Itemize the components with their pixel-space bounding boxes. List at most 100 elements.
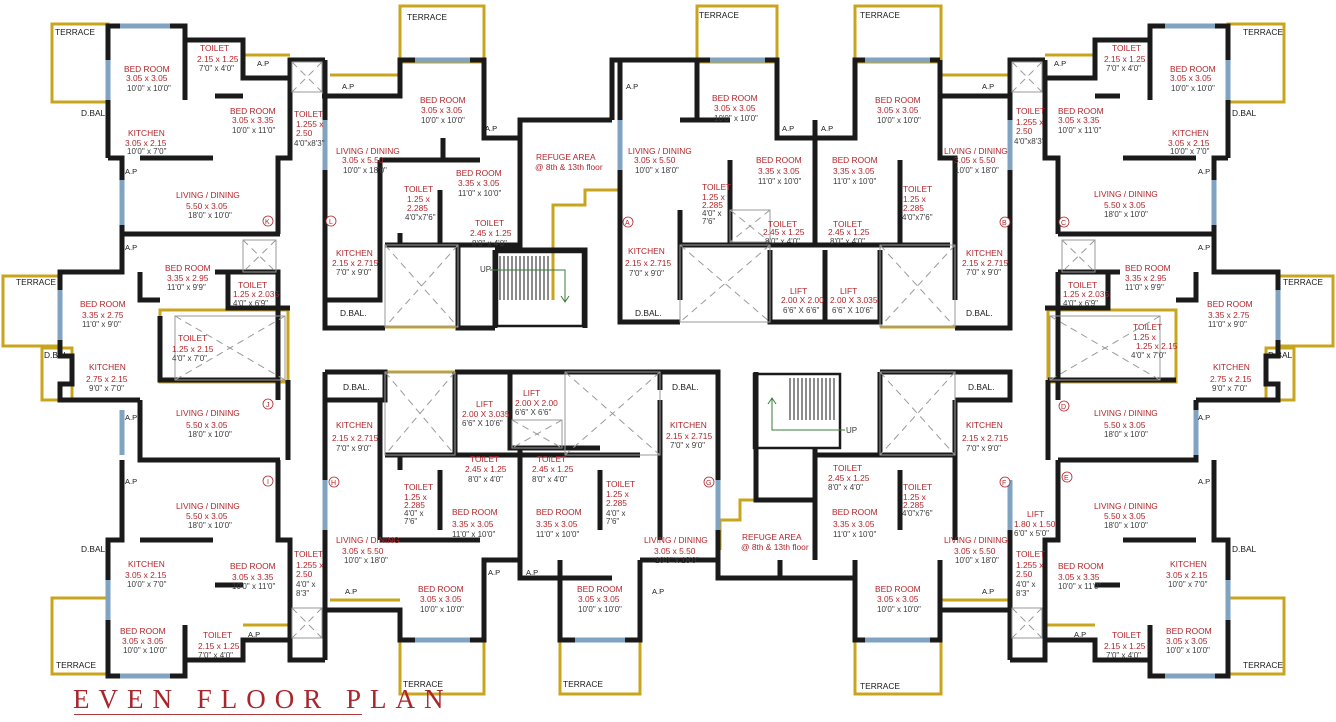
grid-marker-e: E [1061,471,1073,483]
room-label-text: 2.285 [407,203,428,213]
grid-marker-l: L [325,215,337,227]
room-label-text: TOILET [404,482,433,492]
room-label-text: 3.05 x 5.50 [954,546,996,556]
room-label-text: 18'0" x 10'0" [188,430,232,439]
ap-labels: A.P A.P A.P A.P A.P A.P A.P A.P A.P A.P … [125,59,1210,639]
room-label-text: BED ROOM [165,263,211,273]
room-label-text: 8'0" x 4'0" [532,475,567,484]
room-label-text: TOILET [1112,43,1141,53]
room-label-text: F [1002,480,1006,487]
room-label-text: TOILET [537,454,566,464]
room-label-text: 11'0" x 9'9" [167,283,206,292]
dbal-label: D.BAL. [672,382,699,392]
room-label-text: 2.45 x 1.25 [828,473,870,483]
room-label-text: 10'0" x 10'0" [1171,84,1215,93]
room-label-text: 10'0" x 10'0" [1166,646,1210,655]
grid-marker-c: C [1058,216,1070,228]
refuge-floors: @ 8th & 13th floor [741,542,809,552]
room-label-text: BED ROOM [230,561,276,571]
room-label-text: 3.35 x 2.95 [167,273,209,283]
room-label-text: TOILET [294,109,323,119]
refuge-area-bottom: REFUGE AREA @ 8th & 13th floor [741,532,809,552]
room-label-text: 10'0" x 7'0" [1170,147,1210,156]
room-label-text: KITCHEN [128,559,165,569]
room-label-text: 4'0"x8'3" [294,139,325,148]
room-label-text: 1.25 x 2.15 [1136,341,1178,351]
dbal-label: D.BAL. [340,308,367,318]
room-label-text: 1.25 x [1133,332,1157,342]
room-label-text: 8'0" x 4'0" [830,237,865,246]
room-label-text: 2.15 x 2.715 [962,258,1008,268]
room-label-text: 11'0" x 9'0" [82,320,121,329]
ap-label: A.P [1198,243,1210,252]
room-label-text: 4'0" x [702,209,722,218]
room-label-text: TOILET [178,333,207,343]
room-label-text: LIFT [476,399,493,409]
ap-label: A.P [652,587,664,596]
grid-marker-b: B [999,216,1011,228]
room-label-text: 3.05 x 2.15 [1168,138,1210,148]
room-label-text: 8'0" x 4'0" [468,475,503,484]
room-label-text: KITCHEN [336,420,373,430]
room-label-text: 11'0" x 9'0" [1208,320,1247,329]
grid-marker-j: J [262,398,274,410]
room-label-text: 6'0" x 5'0" [1014,529,1049,538]
room-label-text: 6'6" X 10'6" [462,419,503,428]
room-label-text: BED ROOM [875,95,921,105]
room-label-text: 10'0" x 10'0" [578,605,622,614]
room-label-text: 10'0" x 10'0" [714,114,758,123]
room-label-text: 3.05 x 5.50 [342,155,384,165]
room-label-text: 11'0" x 10'0" [758,177,801,186]
room-label-text: BED ROOM [577,584,623,594]
terrace-labels: TERRACE TERRACE TERRACE TERRACE TERRACE … [16,10,1323,691]
room-label-text: TOILET [768,219,797,229]
room-label-text: LIFT [840,286,857,296]
grid-markers: A B C D E F G H I J K L [262,215,1073,488]
room-label-text: BED ROOM [1170,64,1216,74]
dbal-label: D.BAL [1232,108,1257,118]
room-label-text: TOILET [1068,280,1097,290]
room-label-text: 2.75 x 2.15 [1210,374,1252,384]
staircase-bottom [752,372,845,450]
room-label-text: BED ROOM [1166,626,1212,636]
title-underline [74,714,362,715]
room-label-text: 11'0" x 9'9" [1125,283,1164,292]
room-label-text: E [1064,475,1069,482]
room-label-text: 3.05 x 3.05 [420,594,462,604]
ap-label: A.P [345,587,357,596]
room-label-text: KITCHEN [966,420,1003,430]
room-label-text: TOILET [702,182,731,192]
room-label-text: 2.15 x 1.25 [1104,54,1146,64]
terrace-label: TERRACE [860,10,900,20]
room-label-text: 2.00 X 3.035 [830,295,878,305]
room-label-text: 7'0" x 9'0" [629,269,664,278]
refuge-floors: @ 8th & 13th floor [535,162,603,172]
room-label-text: 1.25 x [407,194,431,204]
room-label-text: 10'0" x 10'0" [877,116,921,125]
ap-label: A.P [248,630,260,639]
room-label-text: 2.45 x 1.25 [828,227,870,237]
room-label-text: K [265,219,270,226]
room-label-text: 3.35 x 3.05 [758,166,800,176]
room-label-text: 1.25 x 2.035 [1063,289,1109,299]
room-label-text: BED ROOM [756,155,802,165]
